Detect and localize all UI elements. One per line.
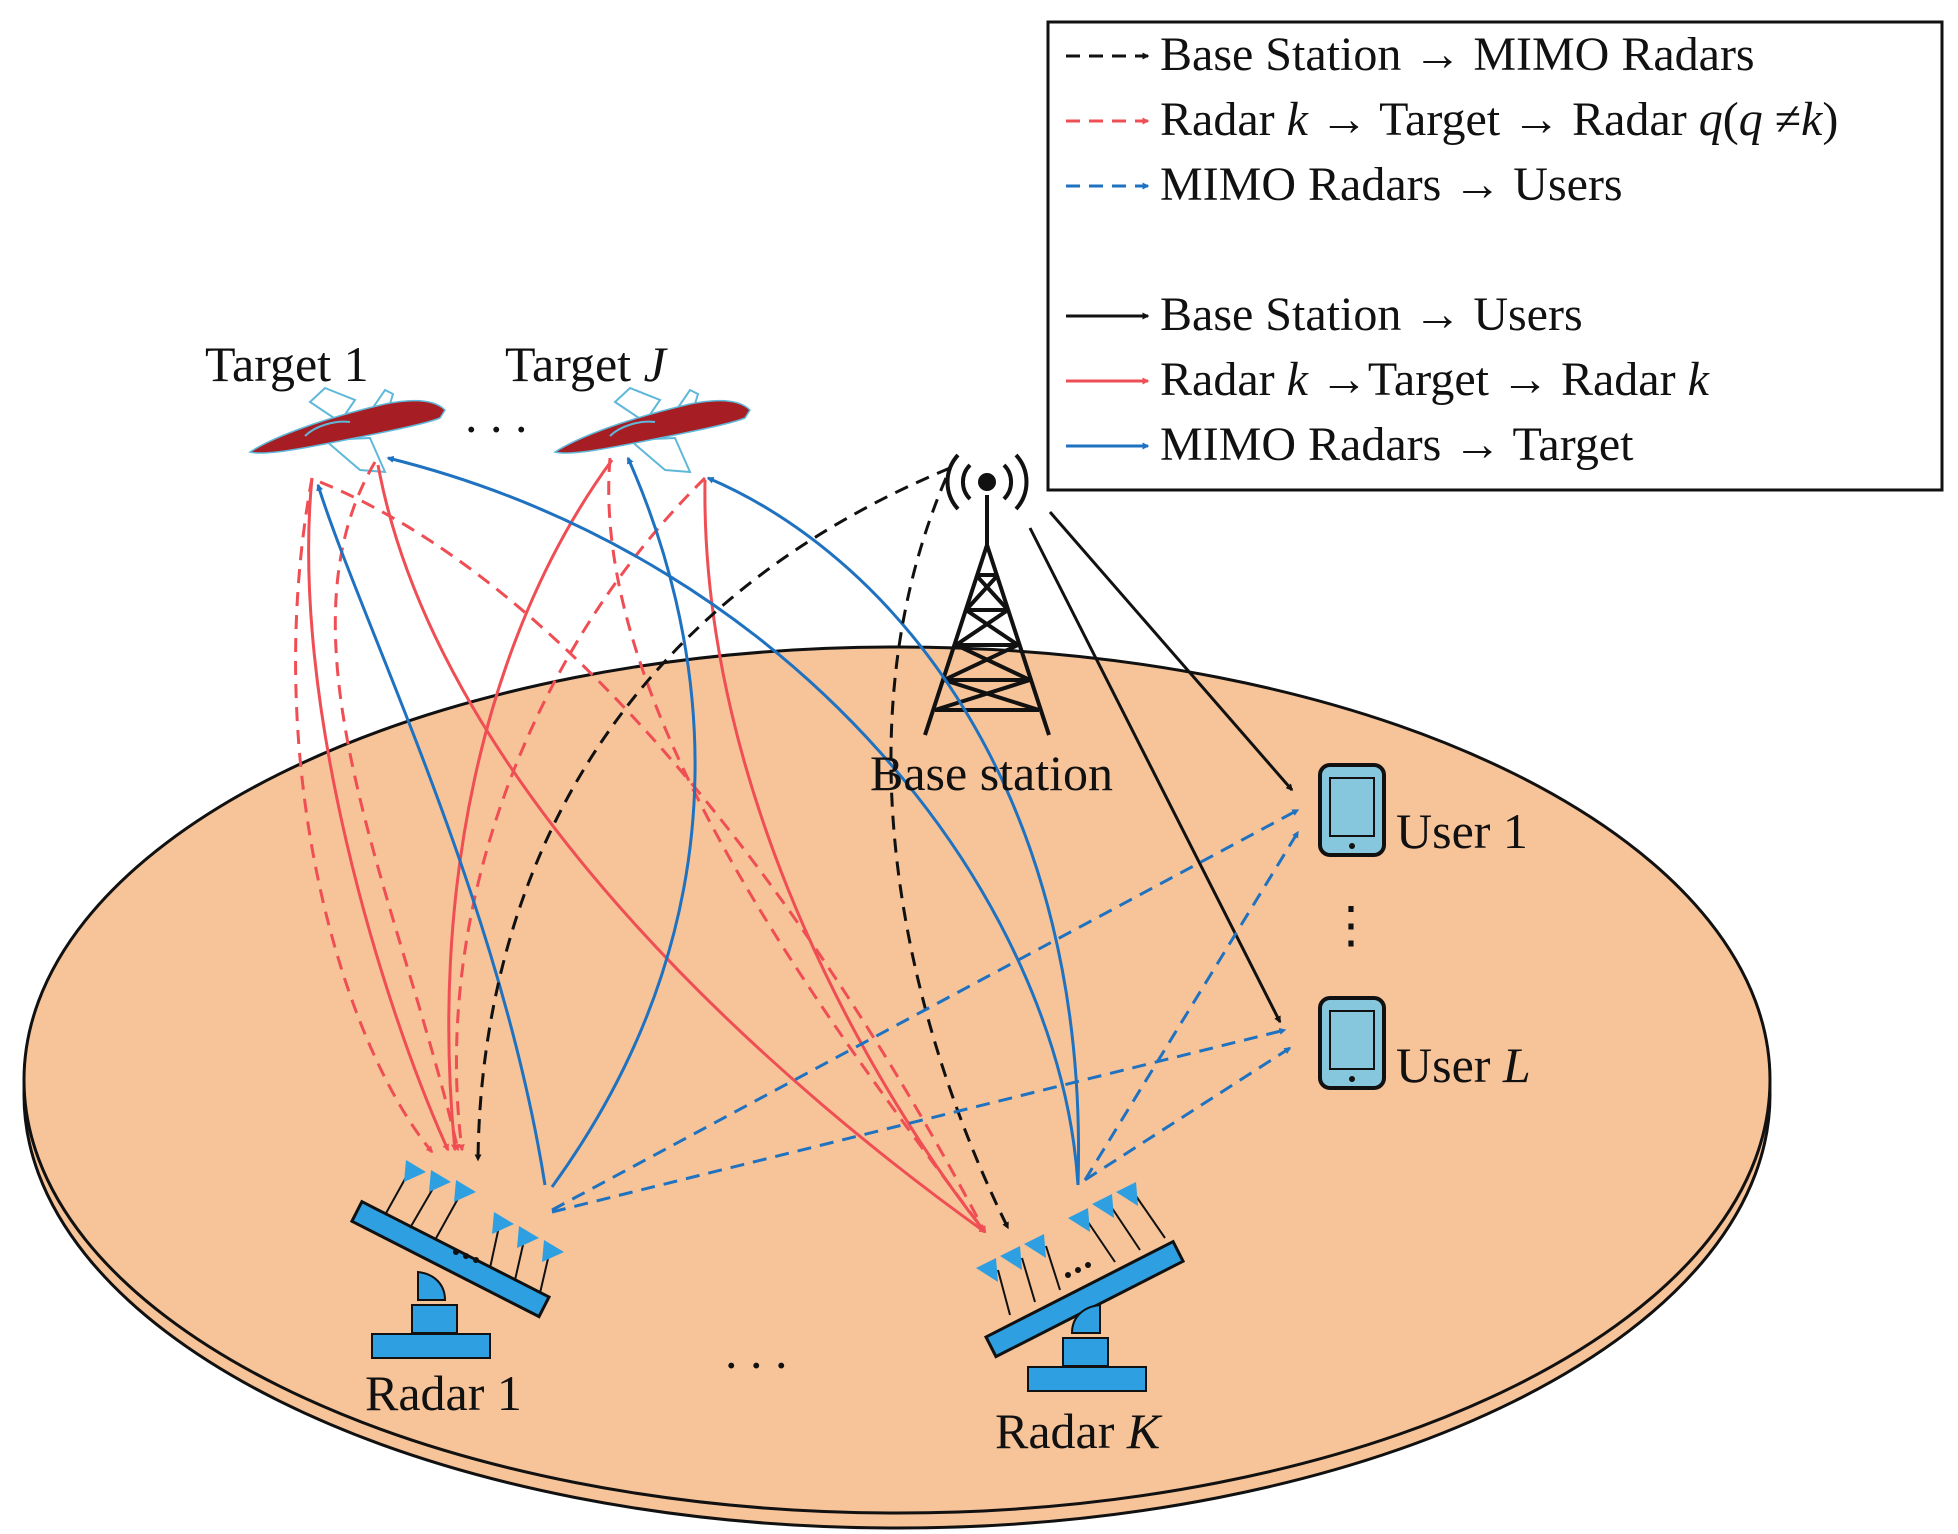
link-red-solid xyxy=(703,479,987,1234)
radar-k-icon xyxy=(976,1182,1186,1392)
link-red-dashed xyxy=(333,461,461,1152)
link-blue-dashed xyxy=(551,1027,1287,1214)
target-j-icon xyxy=(553,386,751,474)
base-station-label: Base station xyxy=(870,745,1113,801)
user-1-icon xyxy=(1318,763,1386,857)
legend-label: Base Station → MIMO Radars xyxy=(1160,28,1755,81)
link-red-solid xyxy=(447,459,614,1152)
legend-label: MIMO Radars → Users xyxy=(1160,158,1623,211)
link-blue-solid xyxy=(550,456,697,1188)
users-ellipsis: ⋮ xyxy=(1326,897,1376,953)
link-red-dashed xyxy=(319,480,987,1234)
user-l-icon xyxy=(1318,996,1386,1090)
legend-label: Radar k → Target → Radar q(q ≠k) xyxy=(1160,93,1838,146)
scene-labels: Target 1 Target J . . . Base station Use… xyxy=(205,336,1531,1459)
radar-1-label: Radar 1 xyxy=(365,1365,522,1421)
link-red-dashed xyxy=(294,477,434,1154)
link-red-dashed xyxy=(454,476,707,1152)
link-blue-dashed xyxy=(1084,1046,1292,1182)
legend-label: Base Station → Users xyxy=(1160,288,1583,341)
link-black-dashed xyxy=(889,477,1010,1230)
radars-ellipsis: . . . xyxy=(725,1323,788,1379)
link-blue-solid xyxy=(316,483,547,1186)
target-1-icon xyxy=(248,386,446,474)
user-1-label: User 1 xyxy=(1396,803,1528,859)
link-black-dashed xyxy=(474,466,951,1162)
link-blue-solid xyxy=(706,476,1081,1186)
link-black-solid xyxy=(1048,511,1294,792)
base-station-icon xyxy=(923,453,1051,736)
link-blue-dashed xyxy=(551,808,1300,1212)
target-j-label: Target J xyxy=(505,336,669,392)
legend-label: Radar k →Target → Radar k xyxy=(1160,353,1711,406)
link-blue-solid xyxy=(386,455,1080,1186)
link-red-dashed xyxy=(607,457,987,1234)
target-1-label: Target 1 xyxy=(205,336,369,392)
signal-links xyxy=(294,455,1300,1234)
link-red-solid xyxy=(307,477,450,1152)
legend-box xyxy=(1046,20,1944,492)
legend-label: MIMO Radars → Target xyxy=(1160,418,1634,471)
targets-ellipsis: . . . xyxy=(465,387,528,443)
link-black-solid xyxy=(1028,527,1282,1024)
user-l-label: User L xyxy=(1396,1037,1531,1093)
link-red-solid xyxy=(376,464,987,1234)
radar-1-icon xyxy=(349,1160,564,1359)
radar-k-label: Radar K xyxy=(995,1403,1163,1459)
